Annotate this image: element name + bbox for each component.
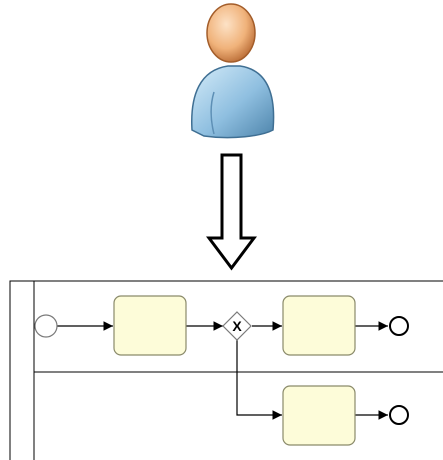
user-icon — [191, 3, 275, 139]
exclusive-gateway[interactable]: X — [222, 311, 252, 341]
user-body-fold — [210, 91, 215, 135]
end-event-1[interactable] — [389, 316, 409, 336]
task-1[interactable] — [113, 295, 187, 356]
task-1-box[interactable] — [113, 295, 187, 356]
user-body — [191, 65, 275, 139]
pool-border — [9, 280, 443, 460]
gateway-symbol: X — [232, 318, 242, 334]
start-event[interactable] — [34, 314, 58, 338]
task-2[interactable] — [282, 295, 356, 356]
task-2-box[interactable] — [282, 295, 356, 356]
flow-gateway-to-task3 — [236, 340, 282, 420]
sequence-flows — [57, 321, 388, 420]
hollow-down-arrow-icon — [206, 153, 257, 271]
gateway-diamond[interactable] — [222, 311, 252, 341]
pool — [9, 280, 443, 460]
task-3[interactable] — [282, 385, 356, 446]
user-head — [206, 3, 256, 63]
end-event-2[interactable] — [389, 405, 409, 425]
task-3-box[interactable] — [282, 385, 356, 446]
